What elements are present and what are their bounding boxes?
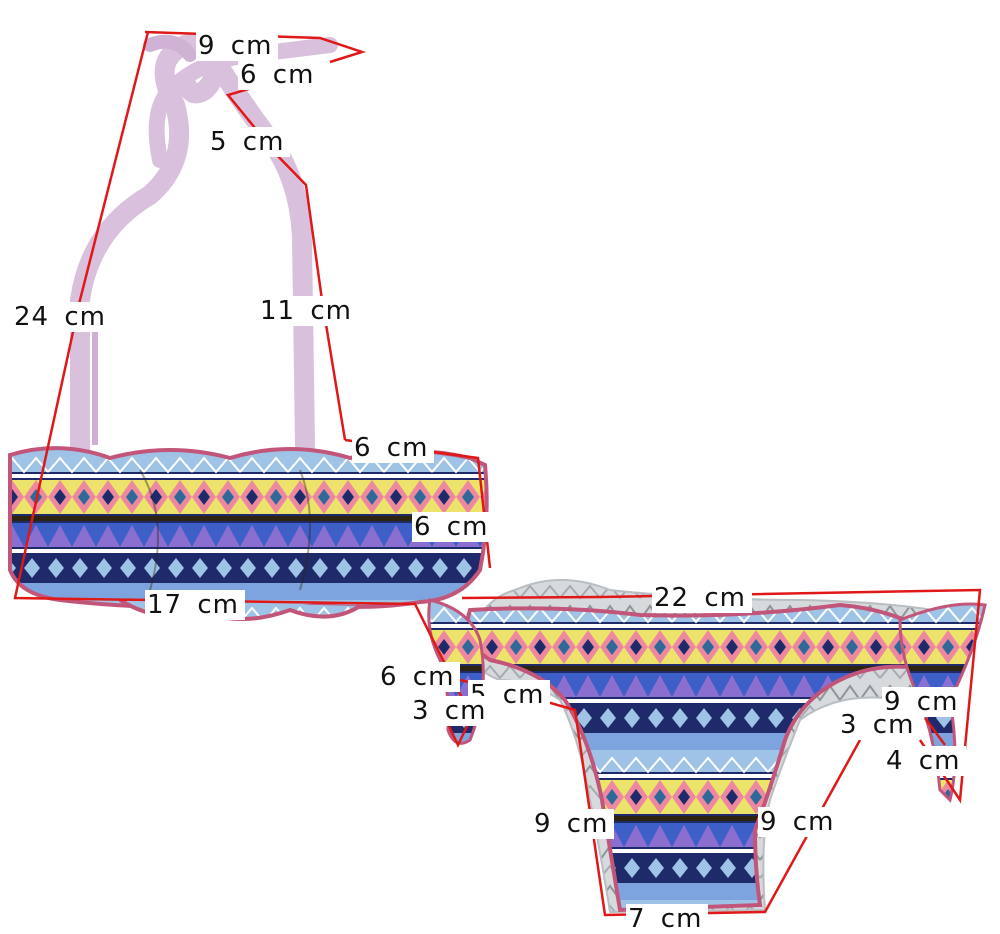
measure-label-9cm-left: 9 cm (532, 809, 615, 839)
measure-label-6cm-top: 6 cm (238, 60, 321, 90)
measure-label-17cm: 17 cm (145, 590, 245, 620)
measure-label-3cm-righttie: 3 cm (838, 710, 921, 740)
measure-label-4cm: 4 cm (884, 746, 967, 776)
measure-label-3cm-tie: 3 cm (410, 696, 493, 726)
measure-label-6cm-tie: 6 cm (378, 662, 461, 692)
measure-label-9cm-top: 9 cm (196, 31, 279, 61)
measure-label-6cm-cup: 6 cm (352, 433, 435, 463)
measure-label-9cm-right: 9 cm (758, 807, 841, 837)
measure-label-24cm: 24 cm (12, 302, 112, 332)
measure-label-22cm: 22 cm (652, 583, 752, 613)
measure-label-7cm: 7 cm (626, 904, 709, 934)
measure-label-11cm: 11 cm (258, 296, 358, 326)
measure-label-5cm-strap: 5 cm (208, 127, 291, 157)
measure-label-6cm-side: 6 cm (412, 512, 495, 542)
measure-label-5cm-tie: 5 cm (468, 680, 551, 710)
halter-strap (70, 33, 338, 460)
